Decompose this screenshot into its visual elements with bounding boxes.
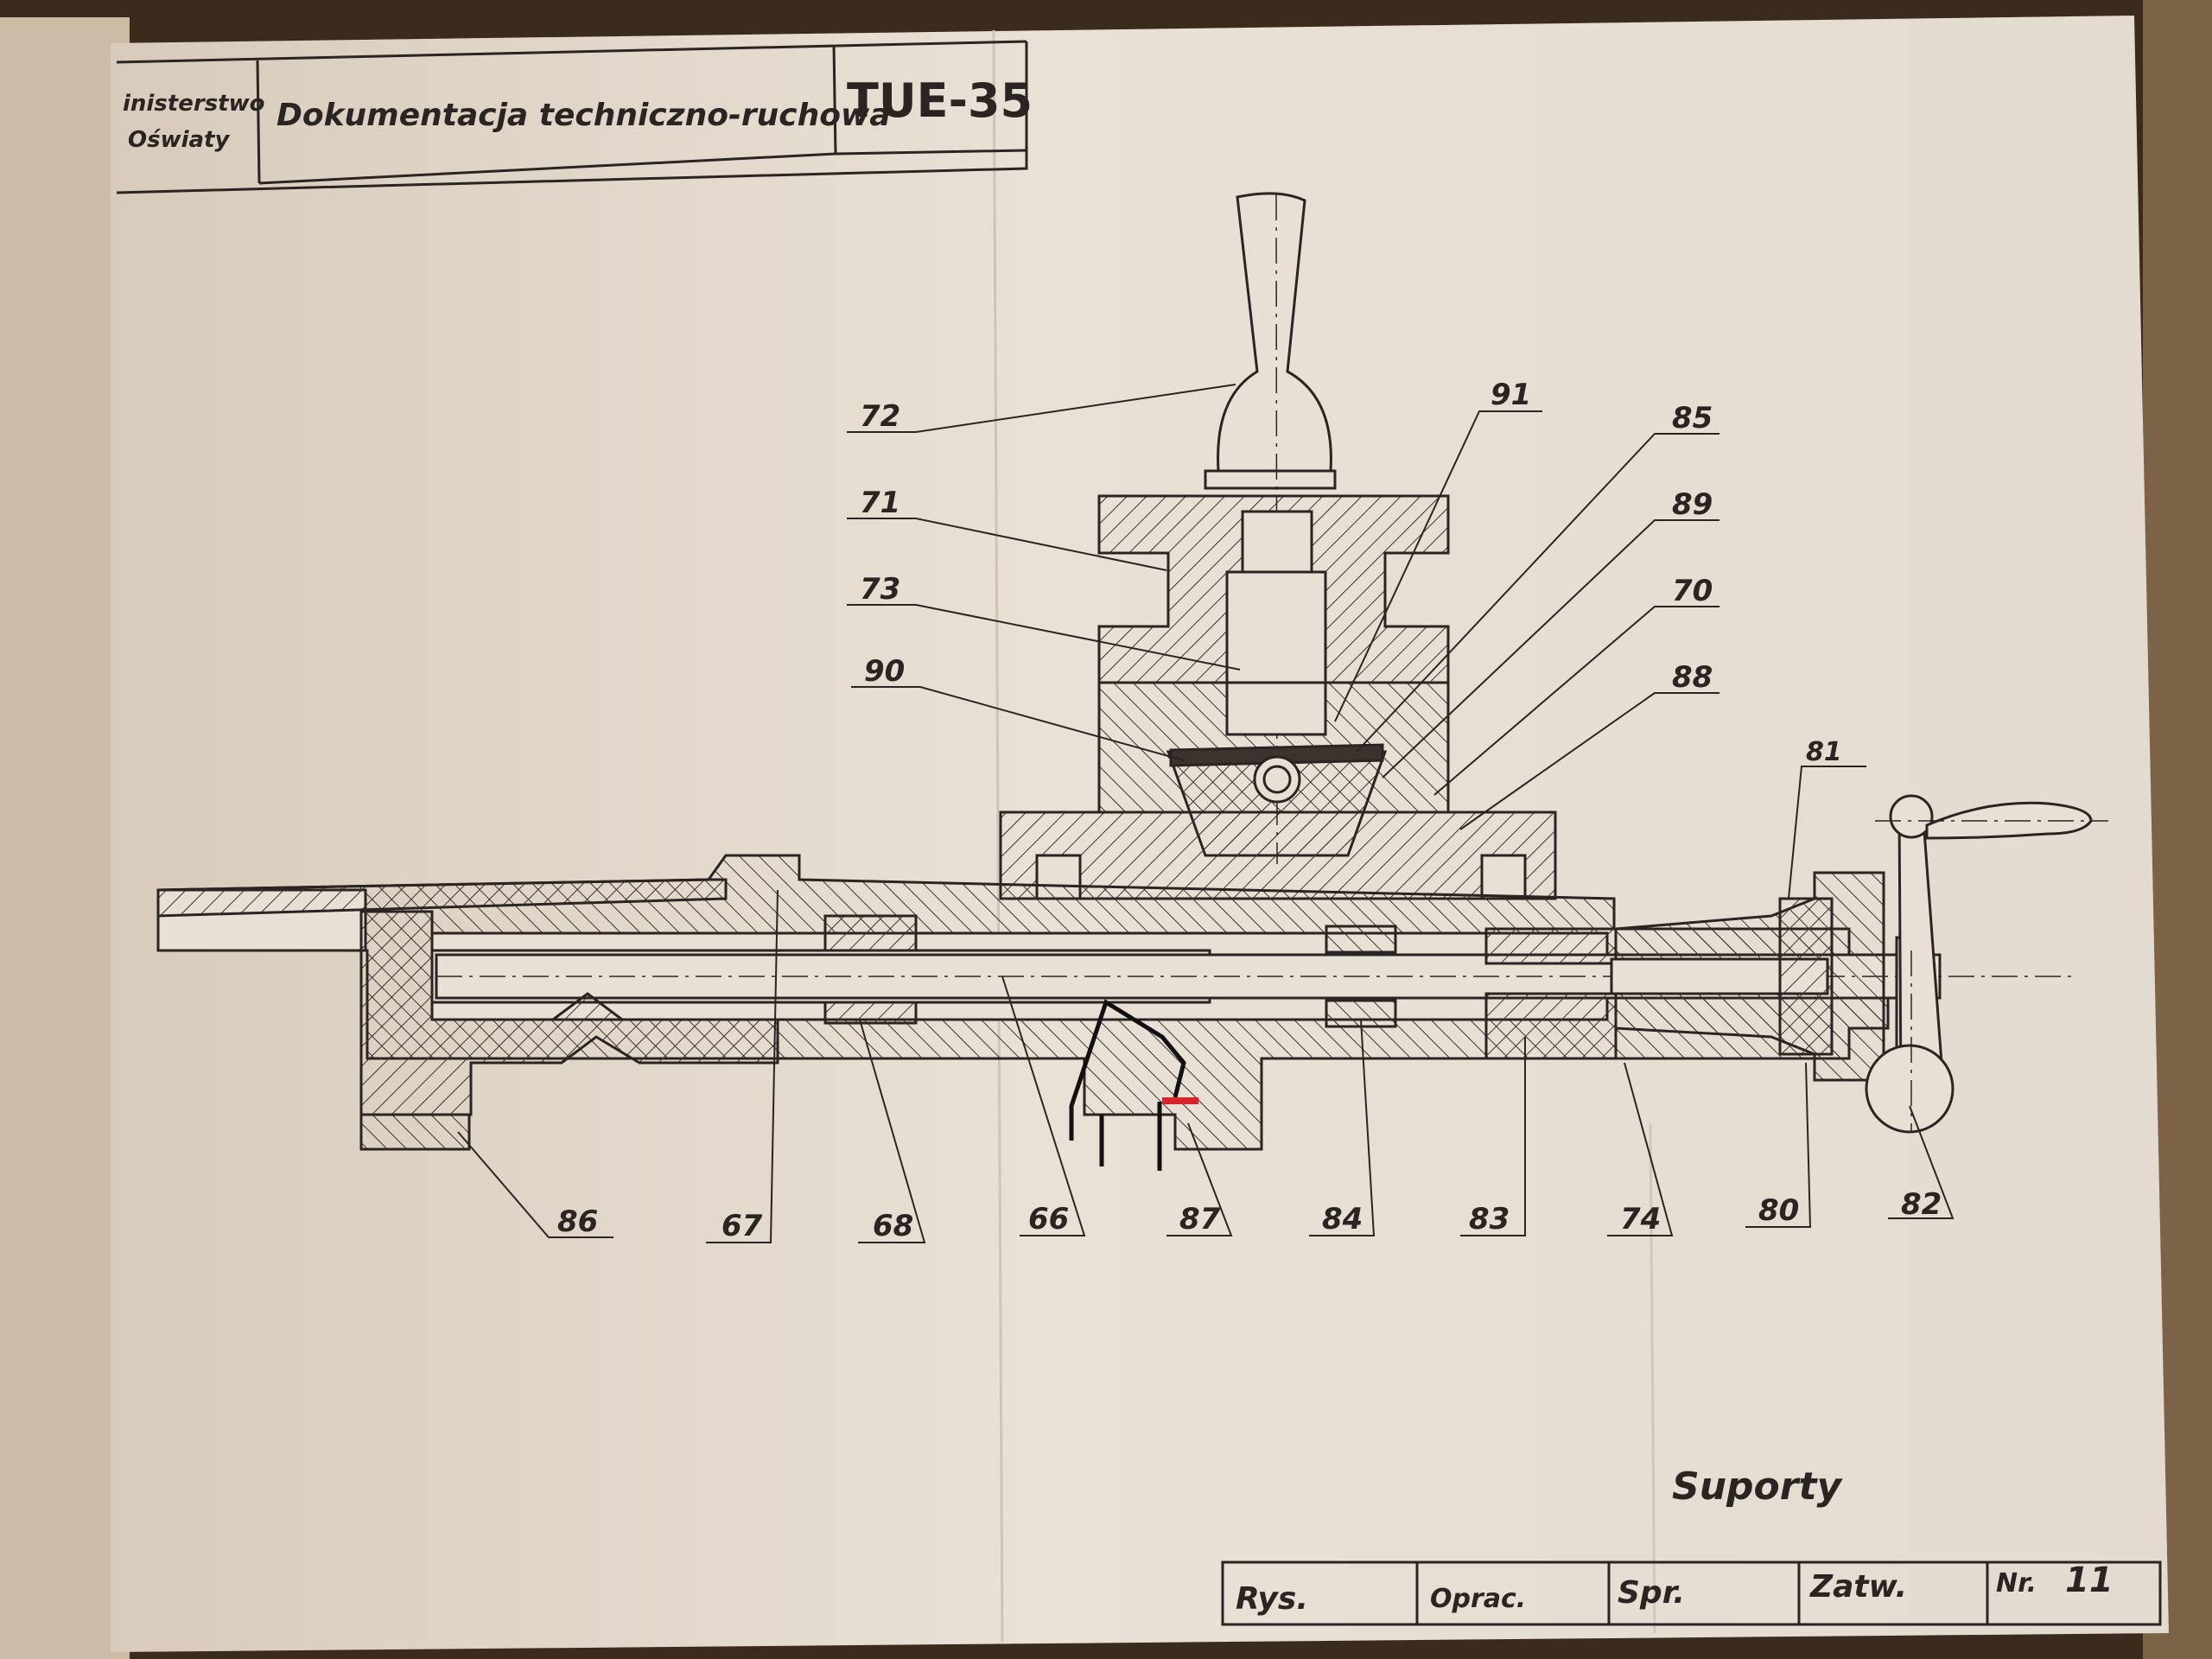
callout-85-top: 85: [1672, 401, 1713, 435]
clamp-handle-72: [1217, 192, 1332, 473]
callout-67: 67: [721, 1209, 763, 1243]
dovetail-outline: [1069, 999, 1186, 1141]
signature-labels: Rys. Oprac. Spr. Zatw. Nr. 11: [1236, 1560, 2113, 1617]
ministry-line2: Oświaty: [128, 127, 230, 153]
callout-72: 72: [860, 399, 900, 434]
fold-line-2: [1649, 1122, 1656, 1634]
callout-74: 74: [1620, 1202, 1661, 1236]
bearing-84-top: [1325, 925, 1397, 954]
stud-73: [1225, 570, 1327, 684]
ball-detail: [1253, 755, 1301, 804]
callout-68: 68: [873, 1209, 913, 1243]
callout-66: 66: [1028, 1202, 1069, 1236]
callout-86: 86: [557, 1205, 598, 1239]
counter-ball: [1865, 1044, 1955, 1134]
callout-84: 84: [1322, 1202, 1363, 1236]
nut-68-top: [823, 914, 918, 952]
callout-87: 87: [1179, 1202, 1221, 1236]
nr-value: 11: [2065, 1560, 2113, 1600]
model-code: TUE-35: [847, 73, 1033, 128]
collar-80: [1778, 897, 1834, 1056]
callout-73: 73: [860, 572, 900, 607]
rys-label: Rys.: [1236, 1581, 1308, 1617]
nut-68-bottom: [823, 1001, 918, 1025]
callout-88: 88: [1672, 660, 1713, 695]
gib-86: [359, 910, 779, 1116]
callout-91: 91: [1491, 378, 1531, 412]
callout-81: 81: [1806, 737, 1842, 767]
oprac-label: Oprac.: [1430, 1584, 1526, 1614]
callout-83: 83: [1469, 1202, 1510, 1236]
callout-70: 70: [1672, 574, 1713, 608]
callout-71: 71: [860, 486, 900, 520]
callout-80: 80: [1758, 1193, 1799, 1228]
housing-83-bottom: [1484, 992, 1618, 1060]
signature-strip: [1221, 1560, 2162, 1626]
callout-labels: 72 71 73 90 91 85 89 70 88 81 86 67 68 6…: [557, 378, 1942, 1243]
tool-post-assembly: [156, 192, 2108, 1171]
title-block: [116, 40, 1028, 194]
ministry-line1: inisterstwo: [123, 91, 264, 117]
fold-line: [992, 29, 1004, 1643]
callout-90: 90: [864, 654, 905, 689]
nr-label: Nr.: [1996, 1568, 2037, 1599]
drawing-title: Suporty: [1672, 1465, 1843, 1509]
spr-label: Spr.: [1618, 1575, 1685, 1611]
leader-lines: [457, 384, 1955, 1243]
housing-83-top: [1484, 927, 1618, 965]
callout-82: 82: [1901, 1187, 1942, 1222]
document-title: Dokumentacja techniczno-ruchowa: [276, 98, 891, 133]
left-page-edge: [0, 17, 130, 1659]
callout-89: 89: [1672, 487, 1713, 522]
highlight-mark: [1162, 1097, 1198, 1104]
zatw-label: Zatw.: [1809, 1569, 1907, 1605]
